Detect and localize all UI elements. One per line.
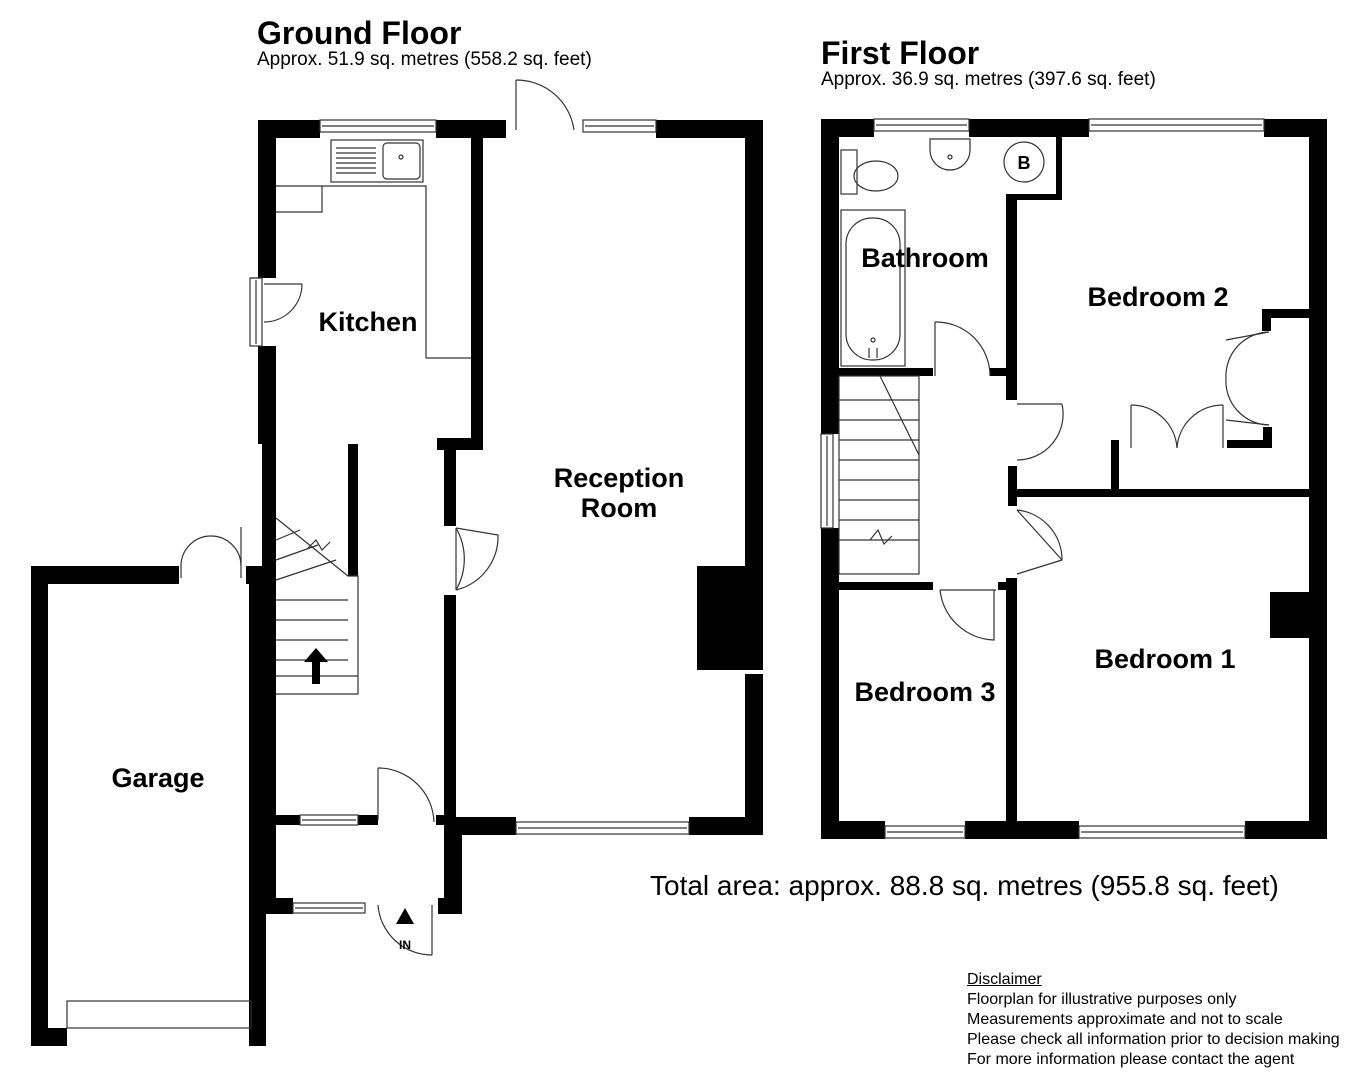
entrance-arrow-icon [396,908,414,924]
ground-floor-plan: Kitchen Reception Room Garage IN [31,79,763,1046]
disclaimer-heading: Disclaimer [967,971,1042,988]
bedroom3-label: Bedroom 3 [854,677,995,707]
disclaimer: Disclaimer Floorplan for illustrative pu… [967,970,1340,1070]
first-floor-title: First Floor [821,35,980,71]
disclaimer-line: For more information please contact the … [967,1051,1295,1068]
garage-label: Garage [111,763,204,793]
bathroom-fittings [840,138,1045,367]
first-walls [821,119,1327,839]
first-floor-area: Approx. 36.9 sq. metres (397.6 sq. feet) [821,69,1156,90]
disclaimer-line: Measurements approximate and not to scal… [967,1011,1283,1028]
garage-door [66,1000,252,1029]
first-doors [934,321,1270,641]
kitchen-label: Kitchen [318,307,417,337]
disclaimer-line: Floorplan for illustrative purposes only [967,991,1237,1008]
bathroom-label: Bathroom [861,243,989,273]
bedroom1-label: Bedroom 1 [1094,644,1235,674]
kitchen-units [276,139,471,359]
first-windows [820,118,1265,839]
entrance-label: IN [399,938,411,952]
ground-walls [258,120,763,914]
reception-label-line1: Reception [554,463,685,493]
reception-label-line2: Room [581,493,658,523]
ground-doors [250,79,575,956]
bedroom2-label: Bedroom 2 [1087,282,1228,312]
boiler-label: B [1018,153,1031,173]
first-floor-plan: B [820,118,1327,839]
ground-windows [249,119,690,914]
garage-walls [31,566,276,1046]
garage-side-door [180,527,242,578]
ground-floor-area: Approx. 51.9 sq. metres (558.2 sq. feet) [257,49,592,70]
disclaimer-line: Please check all information prior to de… [967,1031,1340,1048]
ground-floor-title: Ground Floor [257,15,462,51]
stairs-up-arrow-icon [304,648,328,684]
total-area: Total area: approx. 88.8 sq. metres (955… [650,870,1279,901]
first-staircase [838,375,920,575]
